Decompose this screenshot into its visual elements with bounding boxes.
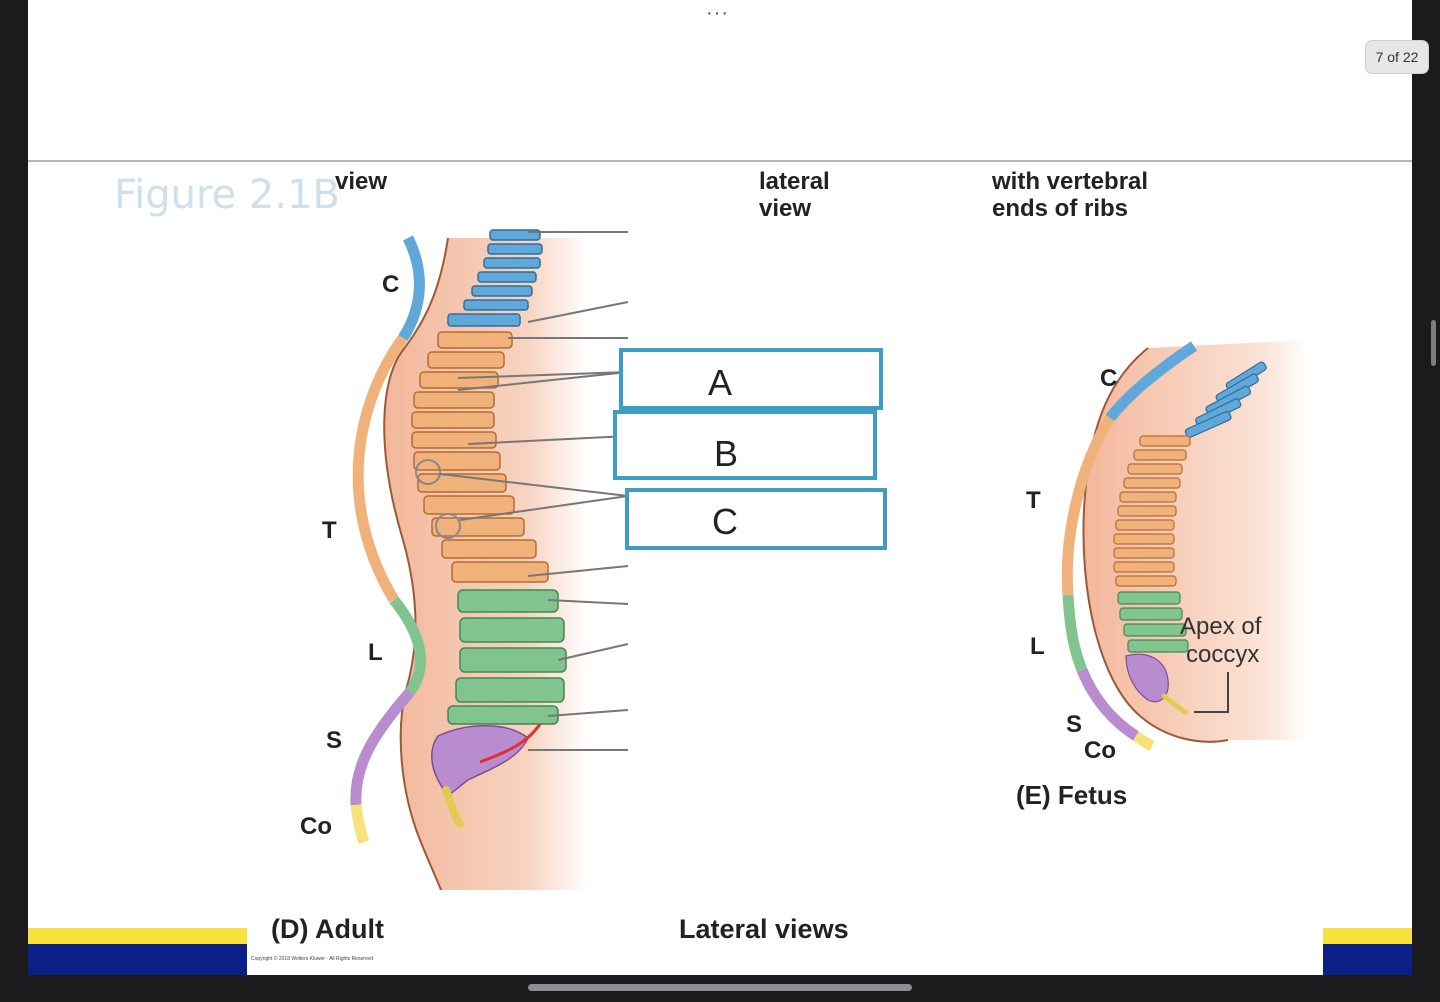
fetus-caption: (E) Fetus [1016,780,1127,810]
fetus-curve-lumbar [1062,594,1088,673]
header-ribs: with vertebral ends of ribs [992,168,1149,222]
fetus-label-t: T [1026,487,1041,514]
fetus-cervical-vertebrae [1184,361,1267,438]
home-indicator[interactable] [528,984,912,991]
adult-caption: (D) Adult [271,914,384,944]
page-indicator: 7 of 22 [1365,40,1429,74]
scroll-indicator[interactable] [1431,320,1436,366]
adult-thoracic-vertebrae [411,331,549,583]
fetus-thoracic-vertebrae [1113,435,1191,587]
adult-curve-sacral [350,688,415,806]
adult-leader-lines [439,231,629,751]
adult-label-c: C [382,271,399,298]
adult-spine-figure: C T L S Co C T L S Co Apex of coccyx (E)… [300,229,1308,909]
answer-box-c[interactable]: C [625,488,887,550]
answer-box-b[interactable]: B [613,410,877,480]
header-lateral-view: lateral view [759,168,830,222]
adult-label-l: L [368,639,383,666]
divider [28,160,1412,162]
answer-c-text: C [712,501,738,542]
menu-dots-icon[interactable]: ··· [706,2,729,24]
lateral-views-caption: Lateral views [679,914,849,944]
fetus-lumbar-vertebrae [1117,591,1189,653]
fetus-label-c: C [1100,365,1117,392]
answer-box-a[interactable]: A [619,348,883,410]
adult-sacrum [431,725,529,795]
fetus-label-l: L [1030,633,1045,660]
adult-curve-coccyx [350,804,370,845]
adult-label-s: S [326,727,342,754]
fetus-curve-cervical [1105,341,1198,422]
answer-a-text: A [708,362,732,403]
apex-leader-line [1194,672,1229,713]
adult-curve-lumbar [389,596,426,696]
adult-lumbar-vertebrae [447,589,567,725]
adult-label-t: T [322,517,337,544]
adult-curve-cervical [398,235,425,341]
fetus-curve-coccyx [1132,731,1155,751]
figure-caption-panel: (D) Adult Lateral views Copyright © 2018… [247,890,1323,975]
answer-b-text: B [714,433,738,474]
fetus-label-co: Co [1084,737,1116,764]
header-view: view [335,168,388,195]
fetus-curve-sacral [1076,667,1140,741]
fetus-curve-thoracic [1061,415,1115,596]
copyright-text: Copyright © 2018 Wolters Kluwer · All Ri… [251,956,373,962]
apex-label-line1: Apex of [1180,613,1262,640]
adult-label-co: Co [300,813,332,840]
figure-title: Figure 2.1B [114,172,340,218]
fetus-label-s: S [1066,711,1082,738]
apex-label-line2: coccyx [1186,641,1259,668]
slide-screen: ··· 7 of 22 view lateral view with verte… [28,0,1429,975]
adult-curve-thoracic [352,334,408,603]
adult-cervical-vertebrae [447,229,543,327]
